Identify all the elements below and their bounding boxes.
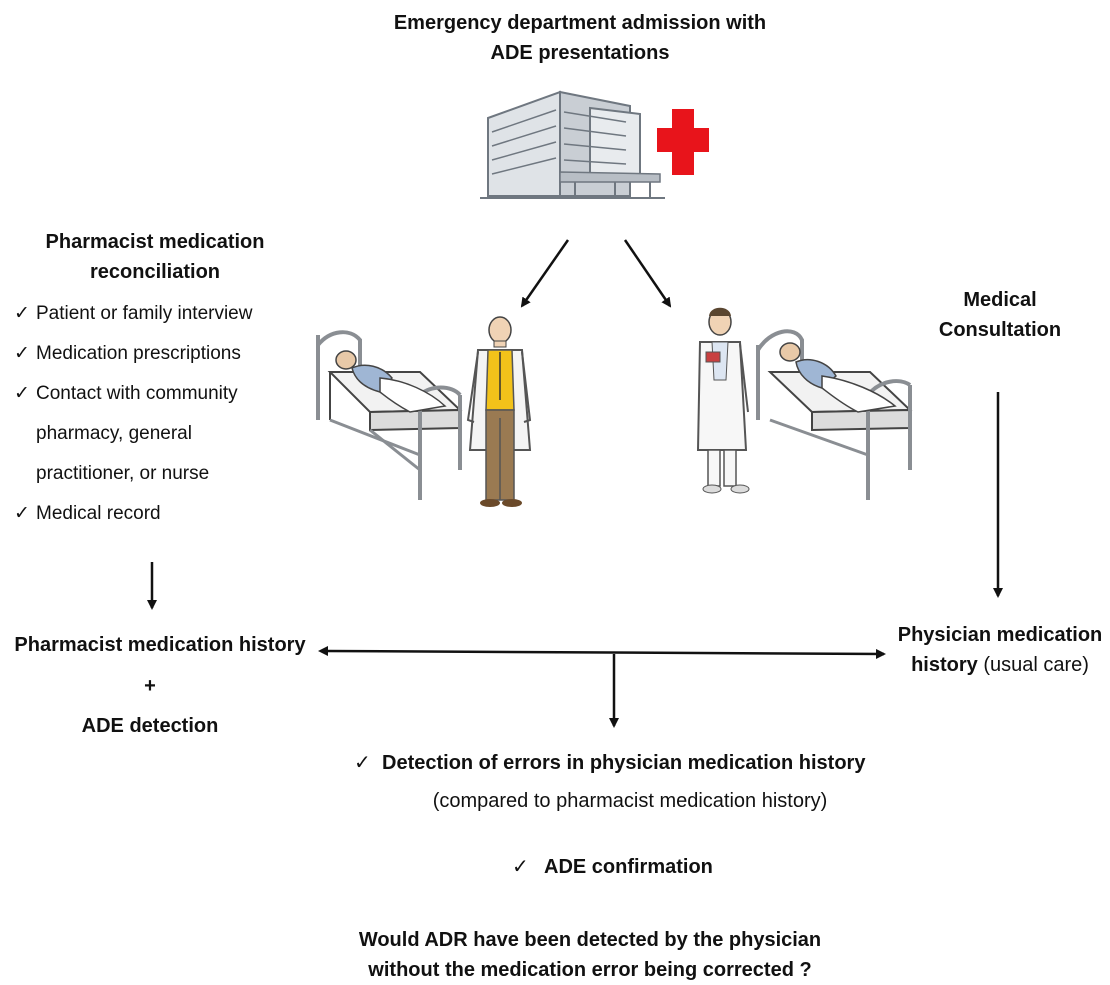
checklist-item: ✓Medical record [14,494,314,534]
admission-title-line1: Emergency department admission with [393,12,767,34]
consultation-title: Medical Consultation [900,285,1100,345]
closing-question: Would ADR have been detected by the phys… [310,925,870,985]
admission-title-line2: ADE presentations [490,42,670,64]
hospital-bed-icon-right [756,329,913,500]
check-mark-icon: ✓ [14,343,30,364]
hospital-building-icon [480,90,665,199]
ade-confirmation-label: ADE confirmation [544,856,713,878]
check-mark-icon: ✓ [512,856,529,878]
consultation-title-line1: Medical [963,289,1037,311]
flow-arrows [147,239,1003,728]
error-detection-label: Detection of errors in physician medicat… [382,752,866,774]
reconciliation-title-line1: Pharmacist medication [45,231,265,253]
error-detection-row: ✓ Detection of errors in physician medica… [354,748,914,778]
red-cross-icon [657,109,709,175]
arrow-to-pharmacist [520,239,570,308]
physician-history-line2: history (usual care) [911,654,1089,676]
ade-detection-label: ADE detection [81,715,219,737]
closing-question-line1: Would ADR have been detected by the phys… [358,929,822,951]
reconciliation-checklist: ✓Patient or family interview ✓Medication… [14,294,314,534]
check-mark-icon: ✓ [354,752,371,774]
physician-figure-icon [696,307,750,494]
error-detection-note: (compared to pharmacist medication histo… [432,790,828,812]
check-mark-icon: ✓ [14,503,30,524]
arrow-to-physician [623,239,672,308]
plus-sign: + [144,675,156,697]
checklist-item: ✓Patient or family interview [14,294,314,334]
hospital-bed-icon-left [316,330,463,500]
consultation-title-line2: Consultation [938,319,1062,341]
ade-confirmation-row: ✓ ADE confirmation [512,852,772,882]
reconciliation-title: Pharmacist medication reconciliation [10,227,300,287]
reconciliation-title-line2: reconciliation [89,261,221,283]
pharmacist-figure-icon [466,316,532,507]
checklist-item: ✓Contact with community [14,374,314,414]
closing-question-line2: without the medication error being corre… [368,959,812,981]
checklist-item-continuation: pharmacy, general [36,423,192,444]
check-mark-icon: ✓ [14,383,30,404]
arrow-bidirectional-histories [318,646,886,659]
check-mark-icon: ✓ [14,303,30,324]
checklist-item-continuation: practitioner, or nurse [36,463,210,484]
physician-history-label: Physician medication history (usual care… [890,620,1110,680]
checklist-item: ✓Medication prescriptions [14,334,314,374]
pharmacist-history-label: Pharmacist medication history [14,634,306,656]
admission-title: Emergency department admission with ADE … [300,8,860,68]
physician-history-line1: Physician medication [897,624,1103,646]
